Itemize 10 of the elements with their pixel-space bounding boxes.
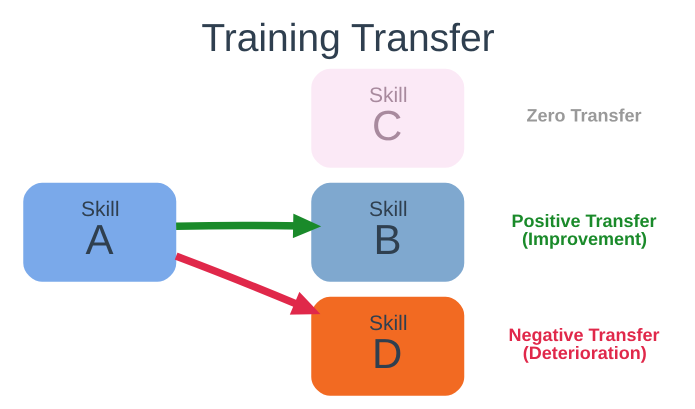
node-label: Positive Transfer [511, 211, 656, 232]
arrow [174, 252, 320, 315]
node-box: Skill D [310, 296, 464, 396]
diagram-title: Training Transfer [200, 17, 494, 60]
node-box: Skill A [22, 182, 176, 282]
node-label: Negative Transfer [508, 325, 660, 346]
node-label: Zero Transfer [526, 105, 642, 126]
node-label: (Improvement) [522, 229, 647, 250]
arrow [176, 214, 321, 238]
node-box: Skill B [310, 182, 464, 282]
